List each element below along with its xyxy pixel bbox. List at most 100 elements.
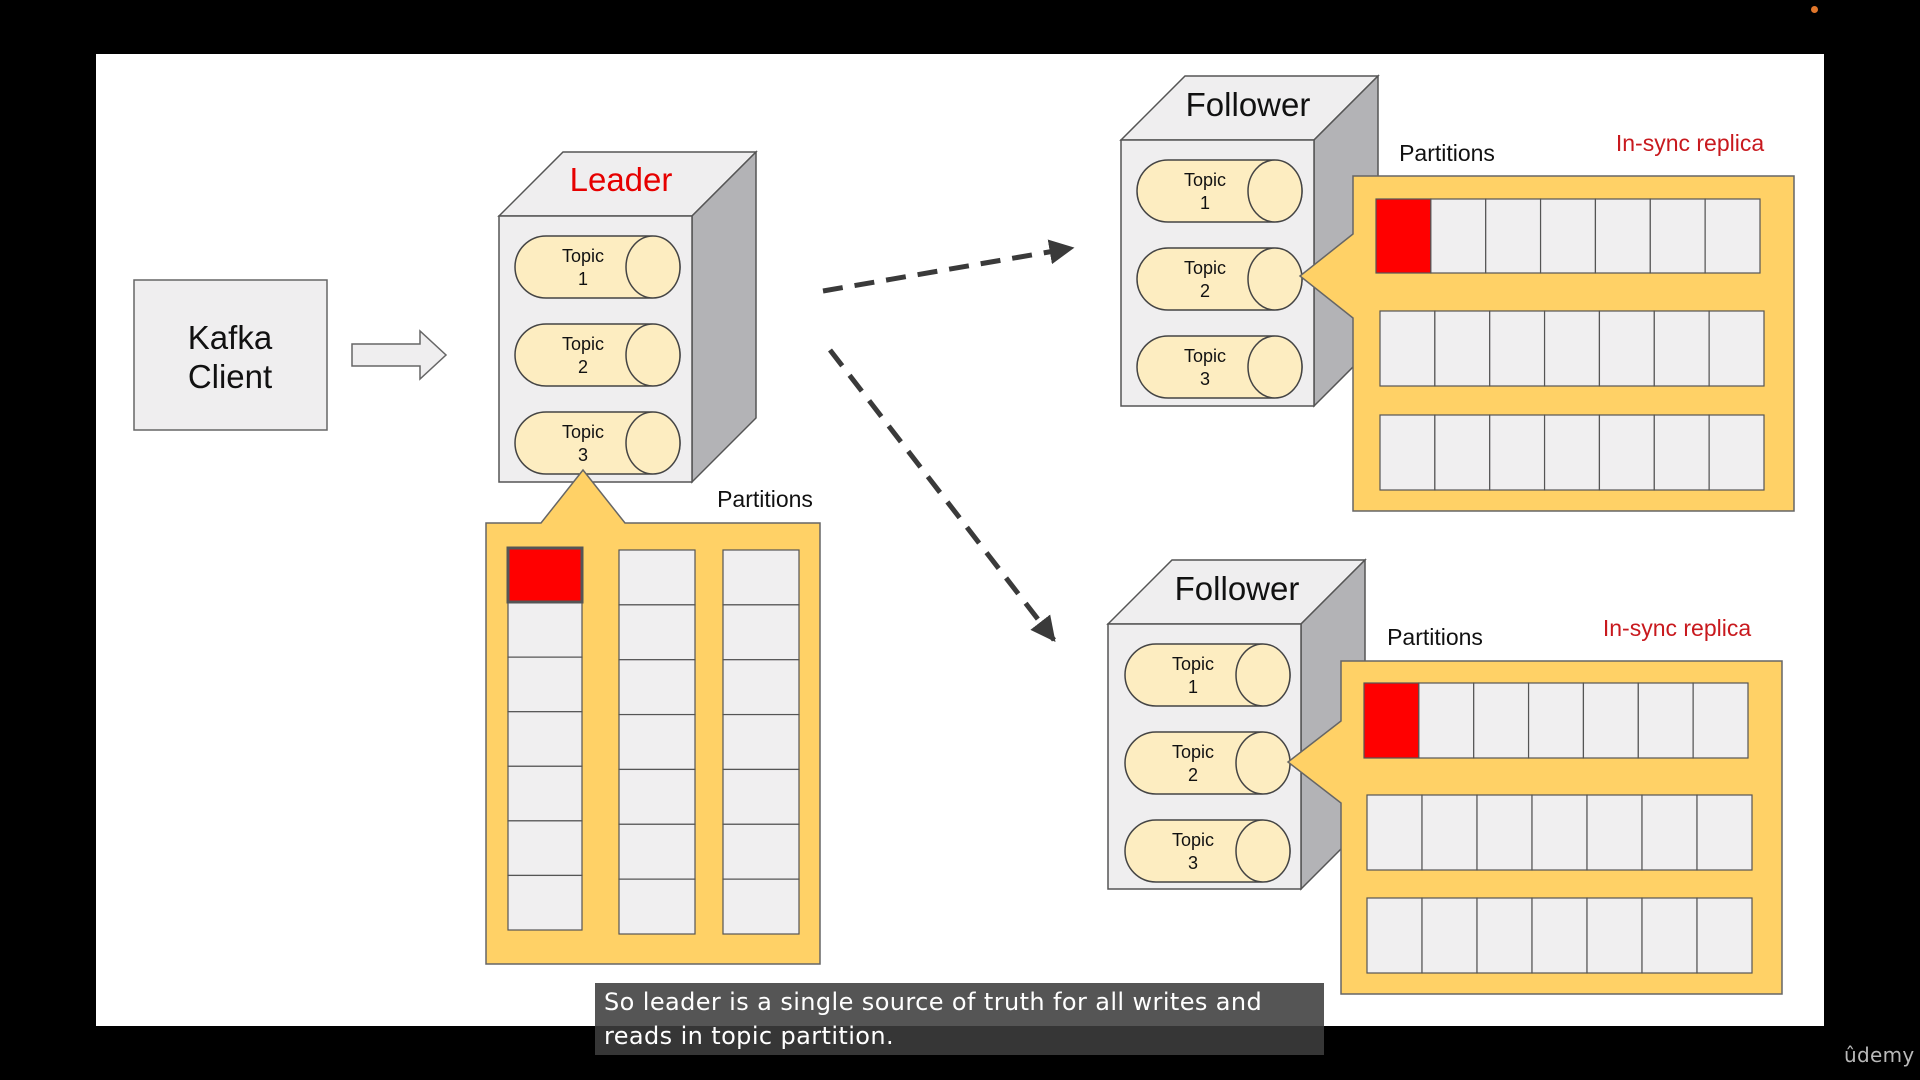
partition-cell	[1598, 310, 1655, 387]
partition-cell	[1418, 682, 1475, 759]
partition-cell	[722, 768, 800, 825]
partition-cell	[1476, 897, 1533, 974]
topic-label: Topic	[1184, 170, 1226, 190]
partition-cell	[618, 878, 696, 935]
leader-partitions-panel: Partitions	[485, 468, 821, 965]
topic-number: 2	[1188, 765, 1198, 785]
replication-arrow-upper	[822, 239, 1075, 294]
partition-cell	[1692, 682, 1749, 759]
follower-2-partition-rows	[1363, 682, 1753, 974]
partition-cell	[507, 656, 583, 713]
recording-indicator-dot	[1811, 6, 1818, 13]
partition-cell	[618, 604, 696, 661]
topic-label: Topic	[562, 246, 604, 266]
partition-cell	[1366, 897, 1423, 974]
follower-1-title: Follower	[1186, 86, 1311, 123]
caption-line-2: reads in topic partition.	[604, 1022, 894, 1050]
topic-cylinder: Topic 1	[1136, 159, 1303, 223]
leader-partitions-label: Partitions	[717, 486, 813, 512]
partition-cell	[1489, 414, 1546, 491]
topic-cylinder: Topic 3	[1124, 819, 1291, 883]
partition-cell	[1366, 794, 1423, 871]
partition-cell	[618, 823, 696, 880]
partition-cell	[1641, 897, 1698, 974]
partition-cell	[1539, 198, 1597, 274]
follower-1-replica-label: In-sync replica	[1616, 130, 1764, 156]
topic-number: 3	[578, 445, 588, 465]
partition-cell	[618, 768, 696, 825]
topic-number: 2	[1200, 281, 1210, 301]
partition-cell	[1594, 198, 1651, 274]
partition-cell	[1708, 414, 1765, 491]
follower-2-replica-label: In-sync replica	[1603, 615, 1751, 641]
topic-label: Topic	[1172, 830, 1214, 850]
partition-cell	[1485, 198, 1542, 274]
leader-title: Leader	[570, 161, 673, 198]
partition-cell	[1653, 310, 1710, 387]
partition-cell	[1637, 682, 1694, 759]
partition-cell	[1476, 794, 1533, 871]
kafka-client-box: Kafka Client	[133, 279, 328, 431]
topic-number: 1	[578, 269, 588, 289]
partition-cell	[722, 823, 800, 880]
topic-number: 1	[1200, 193, 1210, 213]
follower-2-partitions-label: Partitions	[1387, 624, 1483, 650]
partition-cell-highlighted	[1363, 682, 1420, 759]
partition-cell	[1379, 310, 1436, 387]
partition-cell	[618, 659, 696, 716]
partition-cell	[507, 874, 583, 931]
topic-number: 3	[1200, 369, 1210, 389]
topic-cylinder: Topic 2	[1124, 731, 1291, 795]
partition-cell	[507, 601, 583, 658]
topic-cylinder: Topic 2	[1136, 247, 1303, 311]
topic-cylinder: Topic 3	[514, 411, 681, 475]
topic-cylinder: Topic 1	[514, 235, 681, 299]
partition-cell	[1543, 414, 1601, 491]
follower-1-partitions-label: Partitions	[1399, 140, 1495, 166]
topic-number: 3	[1188, 853, 1198, 873]
partition-cell	[722, 659, 800, 716]
partition-cell	[1421, 897, 1478, 974]
topic-label: Topic	[1172, 654, 1214, 674]
partition-cell	[1489, 310, 1546, 387]
partition-cell	[1696, 794, 1753, 871]
partition-cell	[1696, 897, 1753, 974]
follower-1-partitions-panel: Partitions In-sync replica	[1298, 130, 1795, 512]
partition-cell	[722, 713, 800, 771]
partition-cell	[1649, 198, 1706, 274]
partition-cell	[1473, 682, 1530, 759]
follower-2-title: Follower	[1175, 570, 1300, 607]
leader-partition-columns	[506, 546, 800, 935]
partition-cell	[1582, 682, 1639, 759]
partition-cell	[1531, 897, 1588, 974]
partition-cell	[1434, 414, 1491, 491]
udemy-logo: ûdemy	[1844, 1043, 1915, 1067]
partition-cell	[722, 549, 800, 606]
partition-cell	[1708, 310, 1765, 387]
right-arrow-icon	[351, 329, 448, 381]
partition-cell-highlighted	[507, 547, 583, 604]
replication-arrow-lower	[828, 348, 1056, 642]
partition-cell	[1704, 198, 1761, 274]
partition-cell	[1543, 310, 1601, 387]
topic-label: Topic	[1184, 258, 1226, 278]
partition-cell	[1434, 310, 1491, 387]
partition-cell	[1586, 794, 1643, 871]
partition-cell	[1527, 682, 1585, 759]
partition-cell	[722, 604, 800, 661]
topic-label: Topic	[562, 422, 604, 442]
partition-cell	[507, 711, 583, 767]
partition-cell	[1531, 794, 1588, 871]
topic-label: Topic	[1172, 742, 1214, 762]
topic-number: 2	[578, 357, 588, 377]
client-label-line2: Client	[188, 358, 272, 395]
partition-cell	[1430, 198, 1487, 274]
